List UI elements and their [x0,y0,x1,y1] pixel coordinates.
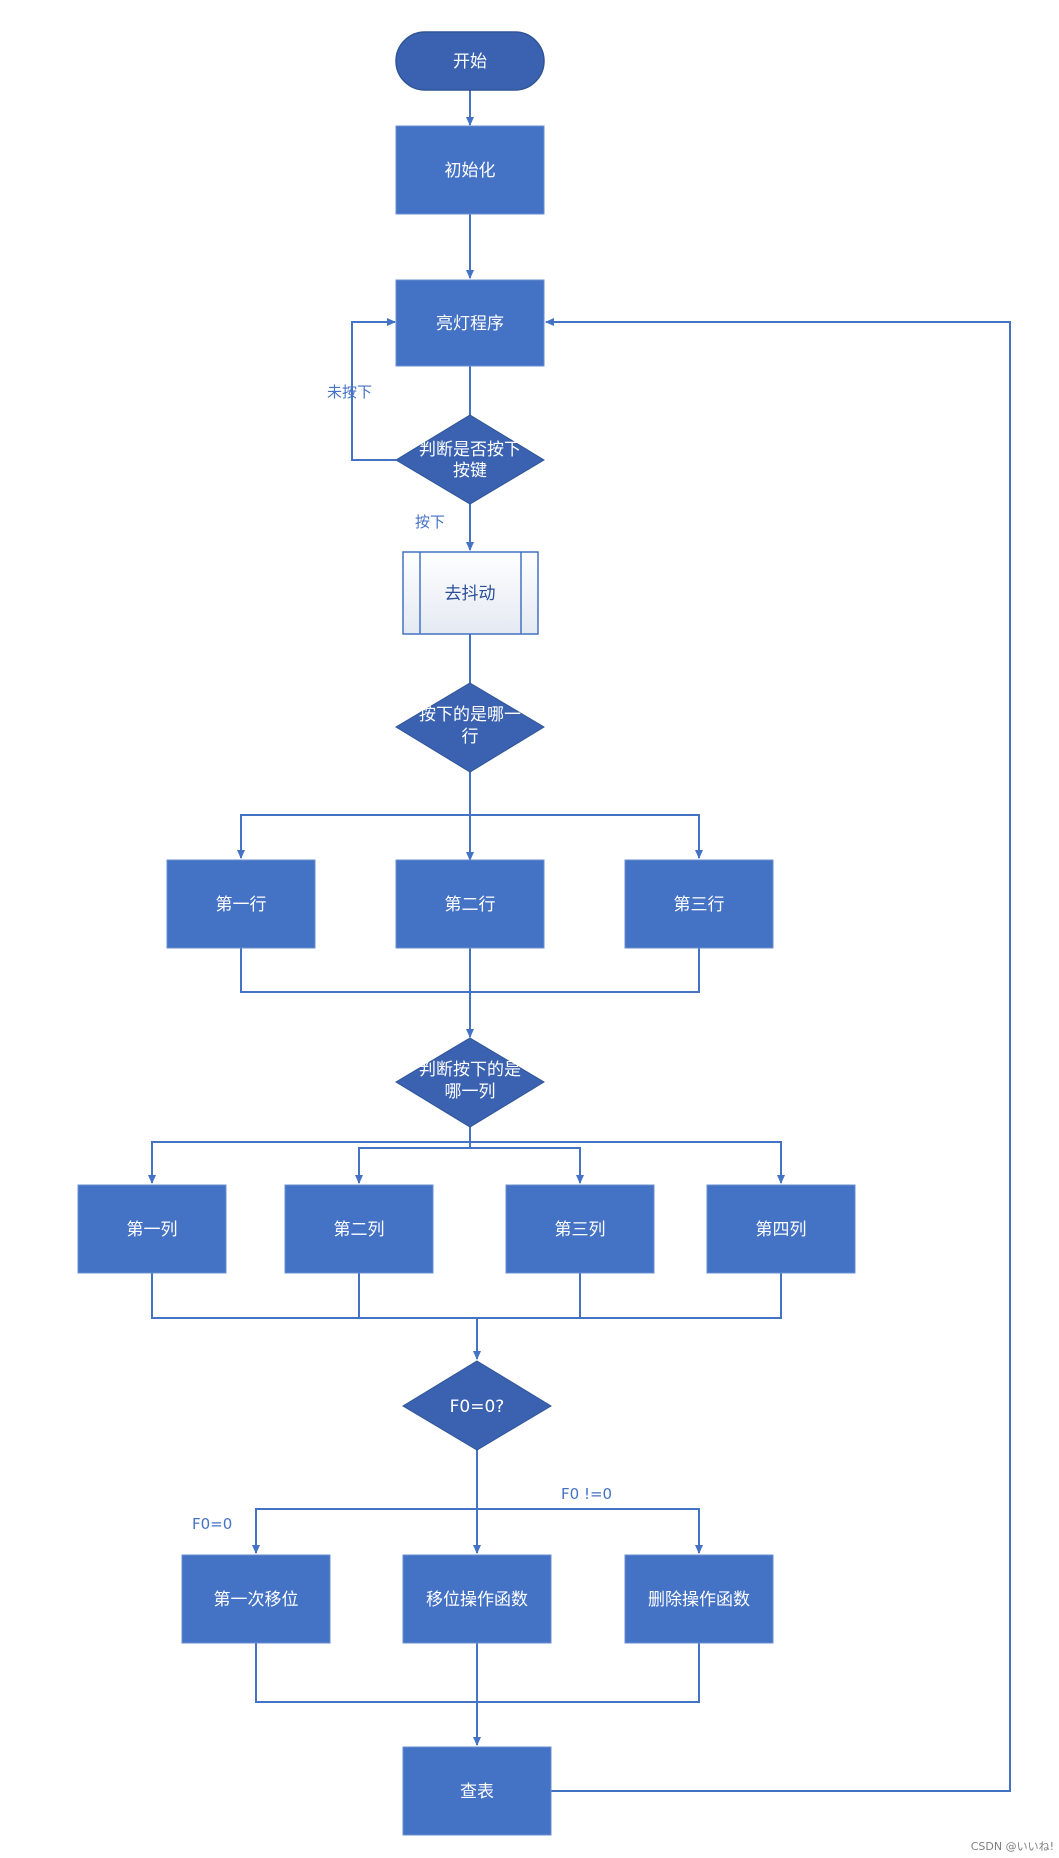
debounce-subprocess-node: 去抖动 [402,551,539,635]
col1-node: 第一列 [77,1184,227,1274]
col2-label: 第二列 [334,1220,385,1240]
pressed-label: 按下 [415,513,445,531]
col4-label: 第四列 [756,1220,807,1240]
col2-node: 第二列 [284,1184,434,1274]
col4-node: 第四列 [706,1184,856,1274]
init-node: 初始化 [395,125,545,215]
decide-col-label-2: 哪一列 [445,1082,496,1102]
watermark: CSDN @いいね! [971,1840,1054,1853]
light-program-label: 亮灯程序 [436,314,504,334]
delete-func-node: 删除操作函数 [624,1554,774,1644]
edge-col-merge [151,1273,782,1319]
edge-f0-nonzero [477,1508,703,1554]
edge-not-pressed-loop [351,318,396,461]
debounce-label: 去抖动 [445,584,496,604]
delete-func-label: 删除操作函数 [648,1590,750,1610]
connectors [148,90,1011,1792]
shift-func-label: 移位操作函数 [426,1590,528,1610]
decide-f0-node: F0=0? [402,1360,552,1451]
start-node: 开始 [395,31,545,91]
col3-label: 第三列 [555,1220,606,1240]
edge-row-branch-right [470,814,703,859]
decide-col-node: 判断按下的是 哪一列 [395,1037,545,1128]
row1-node: 第一行 [166,859,316,949]
decide-key-label-2: 按键 [453,461,487,481]
decide-row-node: 按下的是哪一 行 [395,682,545,773]
init-label: 初始化 [445,161,496,181]
row3-node: 第三行 [624,859,774,949]
row1-label: 第一行 [216,895,267,915]
edge-col-branch-2 [355,1142,471,1184]
shift-func-node: 移位操作函数 [402,1554,552,1644]
row2-label: 第二行 [445,895,496,915]
decide-col-label-1: 判断按下的是 [419,1060,521,1080]
edge-col-branch-4 [470,1141,785,1184]
row3-label: 第三行 [674,895,725,915]
edge-col-branch-3 [470,1147,584,1184]
edge-f0-zero [252,1508,477,1554]
start-label: 开始 [453,52,487,72]
col3-node: 第三列 [505,1184,655,1274]
light-program-node: 亮灯程序 [395,279,545,367]
first-shift-node: 第一次移位 [181,1554,331,1644]
edge-col-branch-1 [148,1127,471,1184]
f0-zero-label: F0=0 [192,1515,232,1533]
not-pressed-label: 未按下 [327,383,372,401]
first-shift-label: 第一次移位 [214,1590,299,1610]
decide-row-label-2: 行 [462,727,479,747]
f0-nonzero-label: F0 !=0 [561,1485,612,1503]
decide-row-label-1: 按下的是哪一 [419,705,521,725]
edge-lookup-loop [545,318,1011,1792]
decide-key-label-1: 判断是否按下 [419,440,521,460]
decide-f0-label: F0=0? [450,1397,505,1417]
lookup-node: 查表 [402,1746,552,1836]
col1-label: 第一列 [127,1220,178,1240]
decide-key-node: 判断是否按下 按键 [395,414,545,505]
edge-row-branch-left [237,814,470,859]
row2-node: 第二行 [395,859,545,949]
lookup-label: 查表 [460,1782,494,1802]
